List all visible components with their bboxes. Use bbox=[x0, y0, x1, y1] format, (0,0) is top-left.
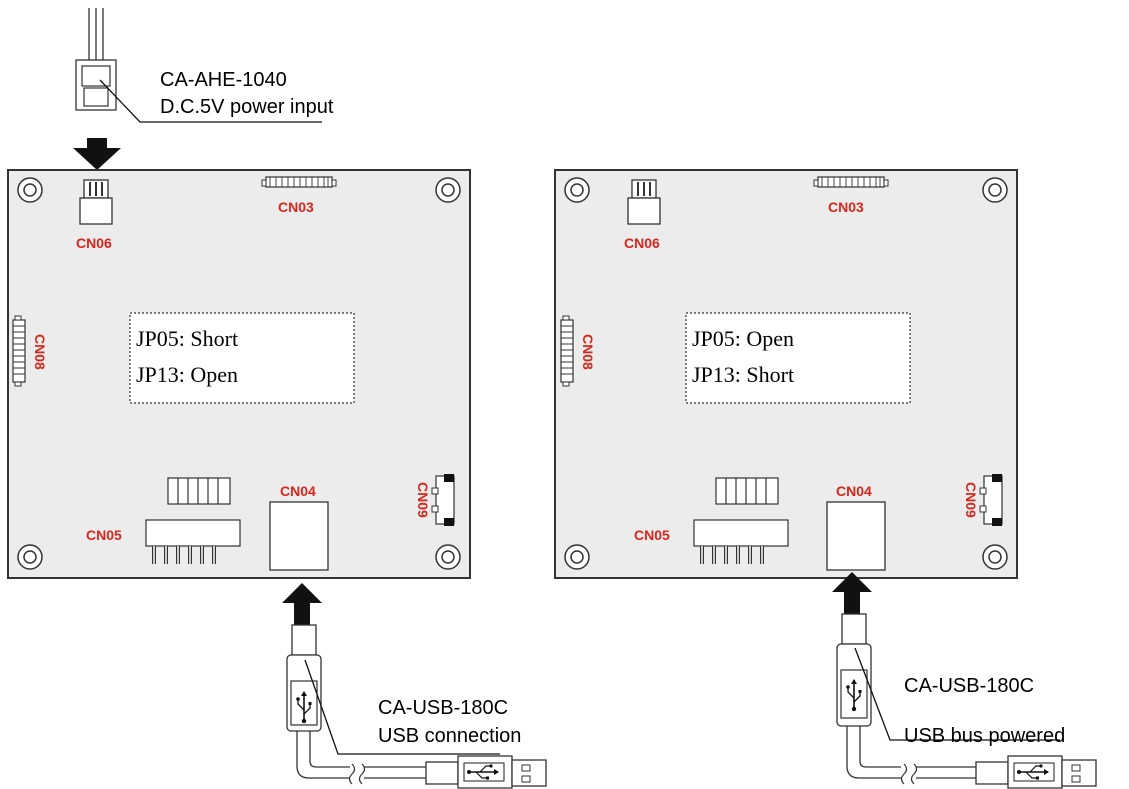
left-jp05-setting: JP05: Short bbox=[136, 326, 238, 351]
left-cn08-label: CN08 bbox=[32, 334, 48, 370]
power-down-arrow bbox=[73, 138, 121, 170]
left-cn05-label: CN05 bbox=[86, 527, 122, 543]
power-cable-model: CA-AHE-1040 bbox=[160, 69, 287, 91]
right-cn04-label: CN04 bbox=[836, 483, 872, 499]
right-cn08-label: CN08 bbox=[580, 334, 596, 370]
left-usb-desc: USB connection bbox=[378, 725, 521, 747]
right-usb-model: CA-USB-180C bbox=[904, 675, 1034, 697]
left-cn03-label: CN03 bbox=[278, 199, 314, 215]
right-cn06-label: CN06 bbox=[624, 235, 660, 251]
power-cable-desc: D.C.5V power input bbox=[160, 96, 334, 118]
right-cn03-label: CN03 bbox=[828, 199, 864, 215]
power-cable bbox=[75, 8, 322, 123]
left-cn06-connector bbox=[79, 179, 113, 225]
left-cn08-connector bbox=[12, 315, 26, 387]
left-cn09-label: CN09 bbox=[415, 482, 431, 518]
left-usb-model: CA-USB-180C bbox=[378, 697, 508, 719]
right-jp13-setting: JP13: Short bbox=[692, 362, 794, 387]
left-cn04-label: CN04 bbox=[280, 483, 316, 499]
right-jp05-setting: JP05: Open bbox=[692, 326, 794, 351]
right-cn04-connector bbox=[826, 501, 886, 571]
right-usb-cable bbox=[836, 613, 1097, 789]
left-cn03-connector bbox=[261, 176, 337, 188]
left-usb-up-arrow bbox=[282, 583, 322, 625]
left-cn04-connector bbox=[269, 501, 329, 571]
left-jp13-setting: JP13: Open bbox=[136, 362, 238, 387]
left-jumper-box bbox=[129, 312, 355, 404]
right-jumper-box bbox=[685, 312, 911, 404]
right-cn05-label: CN05 bbox=[634, 527, 670, 543]
right-cn08-connector bbox=[560, 315, 574, 387]
right-usb-desc: USB bus powered bbox=[904, 725, 1065, 747]
right-cn06-connector bbox=[627, 179, 661, 225]
right-cn09-label: CN09 bbox=[963, 482, 979, 518]
left-cn06-label: CN06 bbox=[76, 235, 112, 251]
right-cn03-connector bbox=[813, 176, 889, 188]
